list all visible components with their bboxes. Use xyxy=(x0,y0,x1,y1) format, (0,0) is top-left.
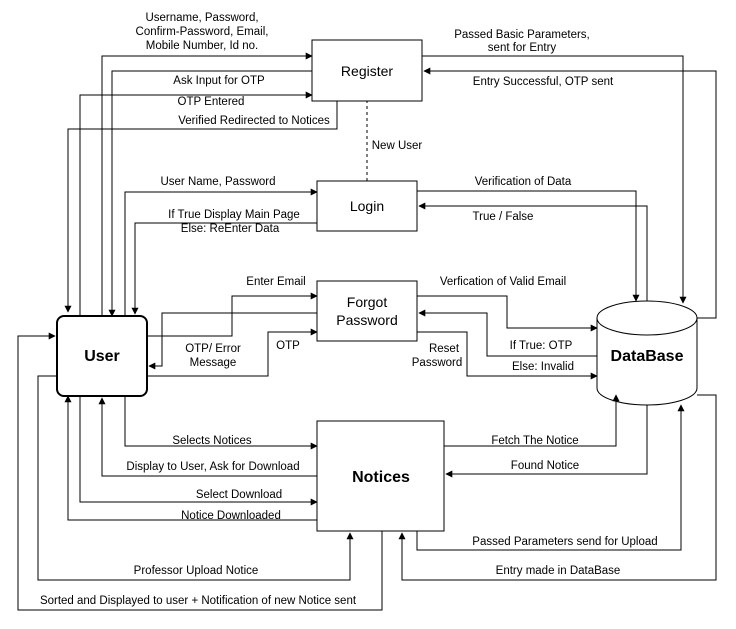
edge-forgot-database-verify xyxy=(417,295,598,332)
edge-database-forgot-iftrue xyxy=(418,309,597,357)
label-true-false: True / False xyxy=(473,211,534,223)
edge-database-notices-entry xyxy=(398,394,717,581)
edge-user-login-creds xyxy=(124,188,318,316)
edge-database-register-success xyxy=(423,67,717,319)
label-fetch-notice: Fetch The Notice xyxy=(491,435,578,447)
label-if-true-display: If True Display Main Page xyxy=(168,209,300,221)
label-else-invalid: Else: Invalid xyxy=(512,361,574,373)
edge-user-register-params xyxy=(101,52,313,316)
edge-user-notices-download xyxy=(79,396,318,506)
edge-user-forgot-email xyxy=(147,292,318,337)
label-reg-params-2: Confirm-Password, Email, xyxy=(136,26,269,38)
edge-user-notices-select xyxy=(124,396,318,450)
label-passed-basic-2: sent for Entry xyxy=(488,42,557,54)
label-reg-params-3: Mobile Number, Id no. xyxy=(146,40,259,52)
label-select-download: Select Download xyxy=(196,489,282,501)
edge-notices-database-fetch xyxy=(444,394,620,447)
edge-forgot-database-reset xyxy=(417,331,598,380)
label-enter-email: Enter Email xyxy=(246,276,305,288)
edge-login-user-result xyxy=(131,222,317,315)
label-found-notice: Found Notice xyxy=(511,460,579,472)
edge-notices-user-sorted xyxy=(17,332,383,611)
label-selects-notices: Selects Notices xyxy=(172,435,252,447)
edge-user-forgot-otp xyxy=(147,328,318,377)
edge-user-register-otp xyxy=(79,91,313,316)
edge-register-database-params xyxy=(422,55,687,304)
label-sorted-displayed: Sorted and Displayed to user + Notificat… xyxy=(40,595,357,607)
notices-box xyxy=(316,420,445,532)
edge-user-notices-professor-upload xyxy=(37,375,354,581)
label-verification-data: Verification of Data xyxy=(475,176,572,188)
edge-register-user-ask-otp xyxy=(108,70,312,317)
forgot-label-line1: Forgot xyxy=(347,294,388,310)
label-otp-entered: OTP Entered xyxy=(178,96,245,108)
notices-label: Notices xyxy=(352,469,410,486)
edge-register-user-verified xyxy=(64,101,338,313)
database-cylinder xyxy=(596,300,698,406)
label-reset-2: Password xyxy=(412,357,463,369)
label-otp-error-1: OTP/ Error xyxy=(185,343,241,355)
edge-notices-user-downloaded xyxy=(64,395,317,521)
forgot-label-line2: Password xyxy=(336,312,397,328)
forgot-password-box xyxy=(316,280,418,342)
label-login-creds: User Name, Password xyxy=(160,176,275,188)
label-passed-basic-1: Passed Basic Parameters, xyxy=(454,29,590,41)
label-otp-error-2: Message xyxy=(190,357,237,369)
login-label: Login xyxy=(350,198,384,214)
edge-database-notices-found xyxy=(445,405,648,478)
label-if-true-otp: If True: OTP xyxy=(510,340,573,352)
label-professor-upload: Professor Upload Notice xyxy=(134,565,259,577)
edge-login-database-verify xyxy=(417,190,640,302)
label-ask-otp: Ask Input for OTP xyxy=(173,75,265,87)
register-label: Register xyxy=(341,63,393,79)
label-new-user: New User xyxy=(372,140,423,152)
edge-notices-database-upload xyxy=(416,404,685,551)
label-entry-success: Entry Successful, OTP sent xyxy=(473,76,614,88)
login-box xyxy=(316,180,418,232)
label-reset-1: Reset xyxy=(429,343,460,355)
label-notice-downloaded: Notice Downloaded xyxy=(181,510,281,522)
label-passed-params-upload: Passed Parameters send for Upload xyxy=(472,536,657,548)
edge-database-login-truefalse xyxy=(418,202,648,301)
edge-forgot-user-otp-error xyxy=(148,312,317,370)
database-label: DataBase xyxy=(611,348,684,365)
user-label: User xyxy=(84,348,120,365)
label-else-reenter: Else: ReEnter Data xyxy=(181,223,280,235)
label-verification-email: Verfication of Valid Email xyxy=(440,276,566,288)
register-box xyxy=(311,39,423,102)
label-verified-redirect: Verified Redirected to Notices xyxy=(178,115,330,127)
label-entry-made: Entry made in DataBase xyxy=(496,565,621,577)
edge-notices-user-display xyxy=(98,397,317,477)
label-reg-params-1: Username, Password, xyxy=(145,12,258,24)
label-display-to-user: Display to User, Ask for Download xyxy=(126,461,299,473)
label-otp: OTP xyxy=(276,340,300,352)
